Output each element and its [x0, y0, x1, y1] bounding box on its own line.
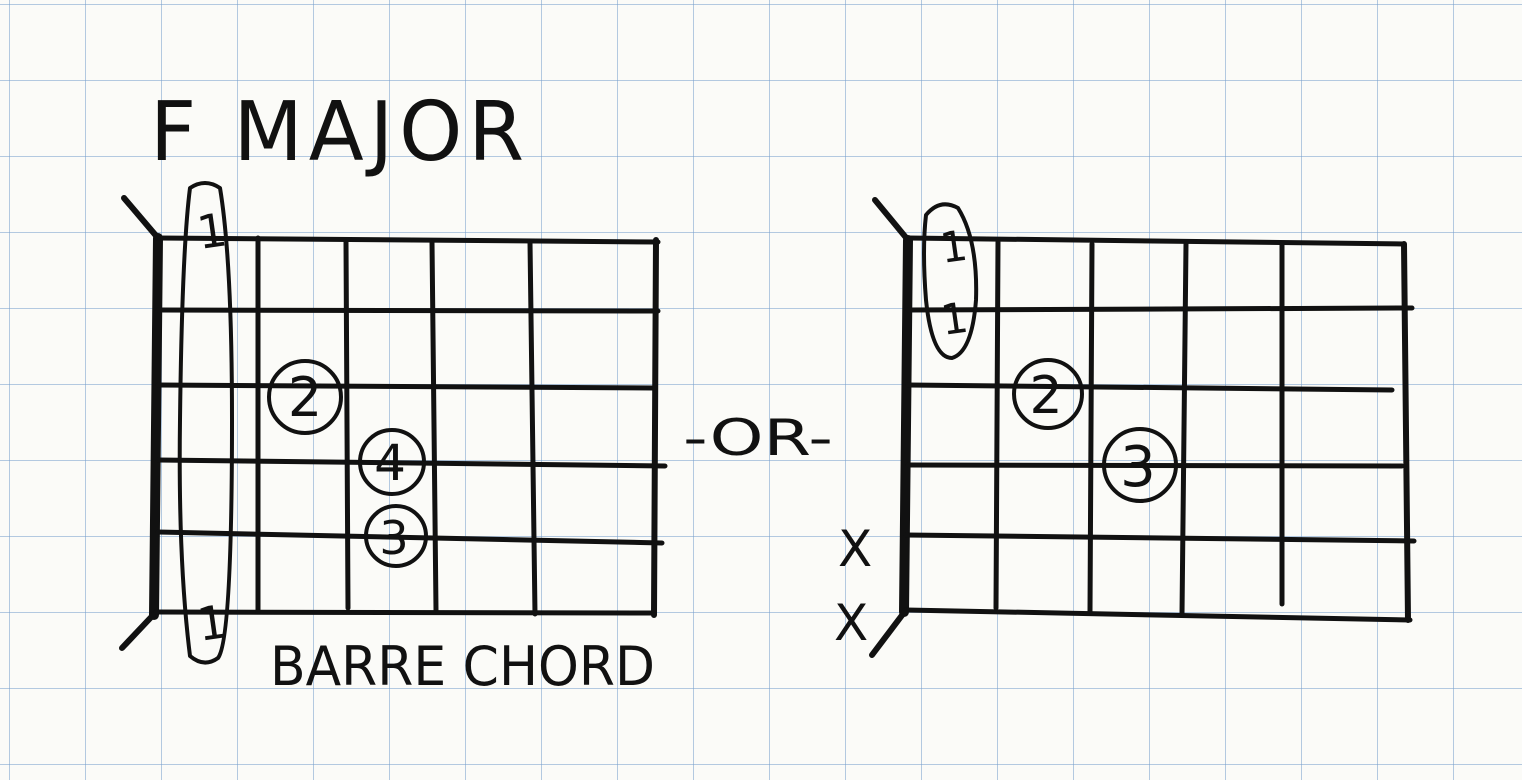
- nut-right-perspective-bottom: [869, 607, 909, 658]
- finger-label-right-2: 2: [1029, 366, 1062, 426]
- fret-left-5: [651, 237, 659, 618]
- muted-string-5-marker: X: [838, 520, 872, 578]
- finger-dot-left-3: [364, 504, 428, 568]
- string-right-6: [903, 607, 1413, 623]
- finger-label-left-2: 2: [288, 366, 322, 429]
- muted-string-6-marker: X: [834, 594, 868, 652]
- fret-right-2: [1087, 241, 1095, 615]
- barre-outline-right: [922, 202, 979, 360]
- barre-outline-left: [177, 181, 234, 665]
- string-right-4: [905, 462, 1405, 469]
- string-right-5: [903, 532, 1417, 544]
- finger-label-left-3: 3: [379, 511, 408, 565]
- nut-left-perspective-top: [121, 195, 161, 241]
- fretboard-left: 1 1 2 4 3: [119, 181, 668, 665]
- string-right-1: [905, 235, 1407, 247]
- fret-left-2: [343, 239, 351, 611]
- finger-dot-left-4: [358, 428, 426, 496]
- string-left-2: [155, 307, 661, 314]
- nut-right: [899, 235, 913, 617]
- fret-left-3: [429, 239, 439, 613]
- fretboard-right: 1 1 2 3 X X: [834, 197, 1417, 658]
- string-right-3: [905, 382, 1395, 393]
- nut-left-perspective-bottom: [119, 609, 159, 651]
- finger-dot-right-3: [1102, 427, 1178, 503]
- finger-label-right-3: 3: [1120, 435, 1156, 500]
- fret-left-4: [527, 239, 538, 617]
- fret-right-5: [1401, 241, 1411, 623]
- or-separator: -OR-: [683, 409, 833, 467]
- barre-finger-label-right: 1: [937, 221, 970, 273]
- string-left-4: [155, 457, 668, 469]
- string-left-5: [155, 529, 665, 546]
- nut-right-perspective-top: [872, 197, 911, 243]
- barre-finger-label-right-bottom: 1: [938, 293, 971, 345]
- fret-right-1: [993, 239, 1001, 611]
- string-left-6: [153, 609, 655, 616]
- finger-dot-left-2: [267, 359, 343, 435]
- chord-title: F MAJOR: [150, 85, 530, 180]
- finger-dot-right-2: [1012, 358, 1084, 430]
- fret-right-3: [1179, 241, 1189, 617]
- barre-finger-label-left-bottom: 1: [194, 594, 231, 652]
- nut-left: [149, 233, 163, 620]
- finger-label-left-4: 4: [374, 434, 406, 492]
- string-left-3: [155, 382, 658, 391]
- string-right-2: [905, 305, 1415, 313]
- barre-chord-caption: BARRE CHORD: [270, 635, 655, 698]
- string-left-1: [155, 235, 661, 245]
